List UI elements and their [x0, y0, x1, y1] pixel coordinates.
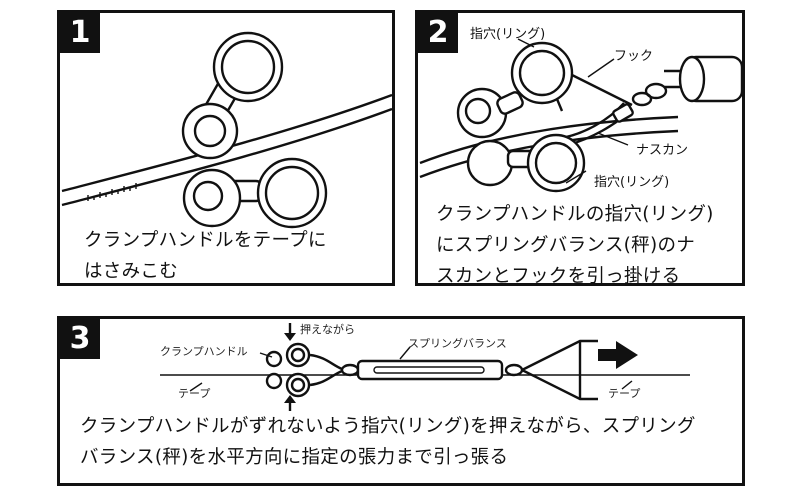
- tape-scale: [87, 183, 137, 201]
- step-number: 1: [60, 13, 100, 53]
- step-1-panel: 1 クランプハンドルをテープに はさみこむ: [57, 10, 395, 286]
- step-number: 2: [418, 13, 458, 53]
- spring-balance-label: スプリングバランス: [408, 337, 507, 350]
- clamp-tape-illustration: [61, 31, 393, 229]
- tape-label-right: テープ: [608, 387, 641, 400]
- step-2-caption: クランプハンドルの指穴(リング) にスプリングバランス(秤)のナ スカンとフック…: [436, 204, 714, 287]
- step-number: 3: [60, 319, 100, 359]
- finger-hole-label-top: 指穴(リング): [470, 27, 546, 42]
- tension-pull-illustration: [160, 323, 690, 411]
- finger-hole-label-bottom: 指穴(リング): [594, 175, 670, 190]
- step-1-caption: クランプハンドルをテープに はさみこむ: [84, 230, 327, 282]
- snap-hook-label: ナスカン: [636, 143, 689, 158]
- hook-label: フック: [614, 49, 654, 64]
- clamp-handle-label: クランプハンドル: [160, 345, 248, 358]
- step-2-panel: 2 指穴(リング) フック ナスカン: [415, 10, 745, 287]
- tape-label-left: テープ: [178, 387, 211, 400]
- hook-attachment-illustration: [419, 38, 744, 193]
- step-3-caption: クランプハンドルがずれないよう指穴(リング)を押えながら、スプリング バランス(…: [80, 416, 696, 468]
- press-label: 押えながら: [300, 323, 355, 336]
- step-3-panel: 3 押えながら クランプハンドル スプリングバランス: [57, 316, 745, 486]
